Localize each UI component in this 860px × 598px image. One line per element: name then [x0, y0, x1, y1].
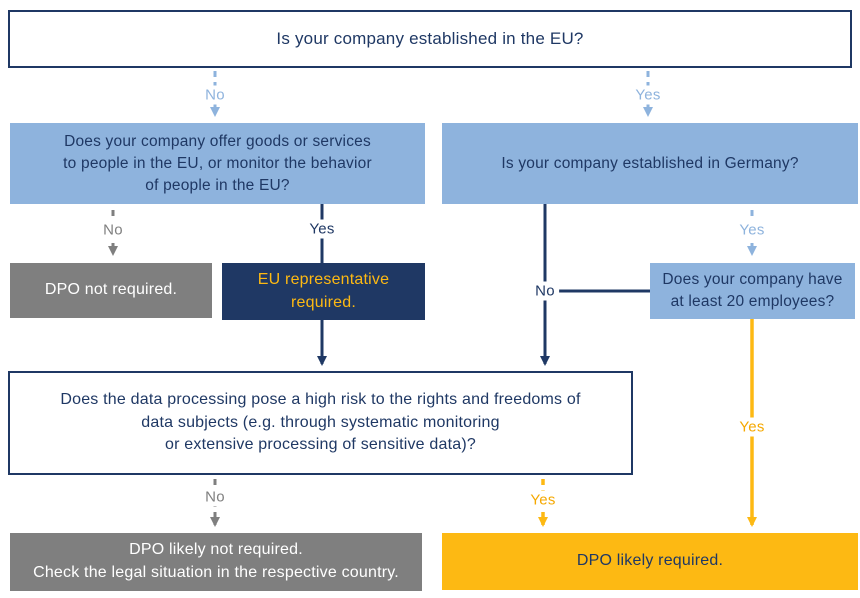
edge-label-risk-yes: Yes [526, 490, 560, 510]
node-goods-services-question: Does your company offer goods or service… [10, 123, 425, 204]
node-text-line: or extensive processing of sensitive dat… [165, 436, 476, 454]
node-dpo-likely-required: DPO likely required. [442, 533, 858, 590]
node-eu-representative-required: EU representative required. [222, 263, 425, 320]
edge-label-employees-yes: Yes [735, 417, 769, 437]
node-text-line: data subjects (e.g. through systematic m… [141, 413, 500, 431]
node-text: Is your company established in Germany? [501, 154, 799, 172]
edge-label-goods-no: No [99, 220, 127, 240]
node-eu-question: Is your company established in the EU? [8, 10, 852, 68]
node-high-risk-question: Does the data processing pose a high ris… [8, 371, 633, 475]
node-text-line: at least 20 employees? [670, 293, 835, 310]
edge-label-risk-no: No [201, 487, 229, 507]
node-text-line: DPO likely not required. [129, 541, 303, 559]
node-text: DPO not required. [44, 281, 178, 299]
node-dpo-likely-not-required: DPO likely not required. Check the legal… [10, 533, 422, 591]
node-text-line: Does your company have [662, 271, 843, 288]
node-germany-question: Is your company established in Germany? [442, 123, 858, 204]
node-text-line: Check the legal situation in the respect… [33, 564, 399, 581]
edge-label-eu-no: No [201, 85, 229, 105]
node-text-line: required. [291, 293, 356, 311]
edge-label-goods-yes: Yes [305, 219, 339, 239]
node-text-line: EU representative [257, 270, 390, 288]
node-text: DPO likely required. [576, 552, 724, 570]
node-text: Is your company established in the EU? [276, 28, 584, 48]
node-text-line: Does your company offer goods or service… [64, 132, 371, 150]
node-text-line: Does the data processing pose a high ris… [60, 390, 581, 408]
edge-label-germany-yes: Yes [735, 220, 769, 240]
edge-label-germany-no: No [531, 281, 559, 301]
node-dpo-not-required: DPO not required. [10, 263, 212, 318]
node-employees-question: Does your company have at least 20 emplo… [650, 263, 855, 319]
node-text-line: to people in the EU, or monitor the beha… [63, 154, 372, 172]
edge-label-eu-yes: Yes [631, 85, 665, 105]
node-text-line: of people in the EU? [145, 176, 290, 194]
